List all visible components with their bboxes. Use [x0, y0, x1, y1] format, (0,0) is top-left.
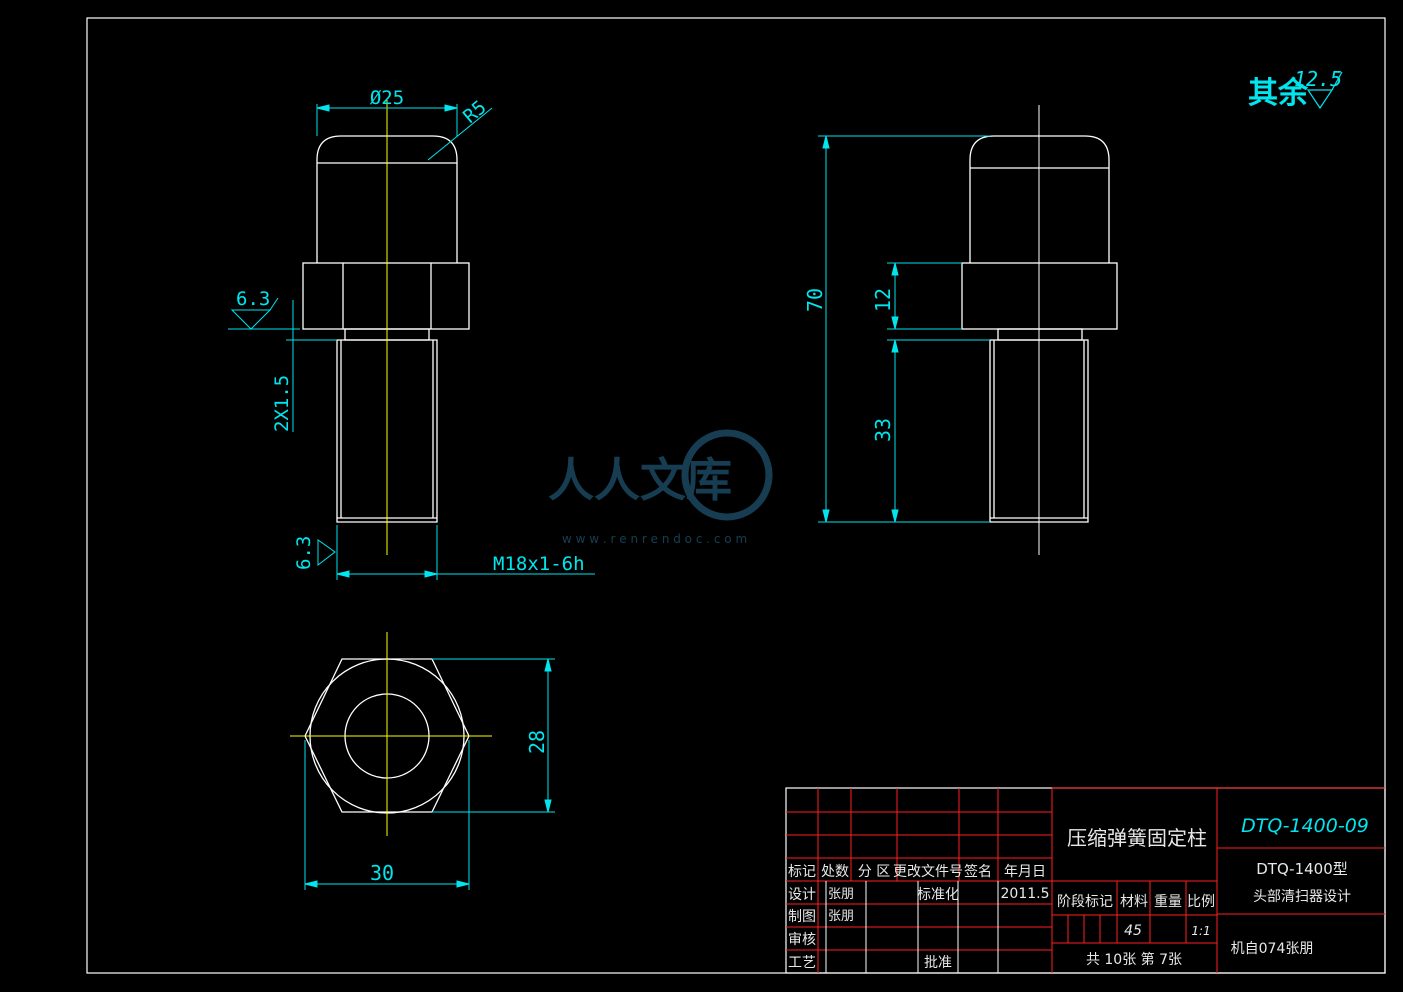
chamfer-label: 2X1.5 — [271, 375, 293, 432]
drafter-name: 张朋 — [828, 909, 854, 924]
scale-label: 比例 — [1187, 894, 1215, 910]
front-dimensions — [228, 104, 595, 580]
revision-grid-white — [825, 881, 999, 973]
top-dimensions — [304, 658, 555, 890]
header-zone: 分 区 — [858, 864, 890, 880]
project-line-2: 头部清扫器设计 — [1253, 889, 1351, 905]
drawing-number: DTQ-1400-09 — [1241, 815, 1369, 837]
school-name: 机自074张朋 — [1231, 941, 1314, 957]
header-count: 处数 — [821, 864, 849, 880]
stage-label: 阶段标记 — [1057, 894, 1113, 910]
weight-label: 重量 — [1154, 894, 1182, 910]
designer-label: 设计 — [788, 887, 816, 903]
material-value: 45 — [1124, 923, 1142, 939]
approve-label: 批准 — [924, 955, 952, 971]
review-label: 审核 — [788, 932, 816, 948]
watermark-url: w w w . r e n r e n d o c . c o m — [562, 532, 747, 546]
across-flats-label: 28 — [525, 730, 549, 754]
header-mark: 标记 — [788, 864, 816, 880]
designer-name: 张朋 — [828, 887, 854, 902]
title-block: 标记 处数 分 区 更改文件号 签名 年月日 设计 张朋 标准化 2011.5 … — [785, 787, 1386, 974]
roughness-symbol-icon — [1306, 71, 1343, 110]
drafter-label: 制图 — [788, 909, 816, 925]
watermark-ring-icon — [681, 429, 773, 521]
across-corners-label: 30 — [370, 861, 394, 885]
roughness-top-label: 6.3 — [236, 288, 270, 310]
roughness-bottom-label: 6.3 — [293, 536, 315, 570]
project-line-1: DTQ-1400型 — [1256, 860, 1348, 878]
side-threaded-shank — [989, 339, 1089, 523]
thread-length-label: 33 — [871, 418, 895, 442]
scale-value: 1:1 — [1191, 924, 1210, 938]
thread-label: M18x1-6h — [493, 553, 585, 575]
part-name: 压缩弹簧固定柱 — [1067, 826, 1207, 850]
watermark-text: 人人文库 — [548, 453, 732, 507]
sheet-count: 共 10张 第 7张 — [1086, 951, 1182, 968]
top-centerlines — [290, 632, 492, 836]
threaded-shank — [336, 339, 438, 523]
surface-note-prefix: 其余 — [1248, 76, 1309, 111]
surface-note-value: 12.5 — [1294, 67, 1342, 91]
material-label: 材料 — [1120, 894, 1148, 910]
total-height-label: 70 — [803, 288, 827, 312]
hex-height-label: 12 — [871, 288, 895, 312]
process-label: 工艺 — [788, 955, 816, 971]
hex-body — [302, 262, 470, 330]
header-date: 年月日 — [1004, 864, 1046, 880]
radius-label: R5 — [459, 96, 491, 128]
design-date: 2011.5 — [1001, 886, 1050, 902]
watermark: 人人文库 w w w . r e n r e n d o c . c o m — [548, 429, 773, 546]
standardize-label: 标准化 — [917, 887, 959, 903]
surface-roughness-note: 其余 12.5 — [1248, 67, 1343, 111]
drawing-frame — [86, 17, 1386, 974]
diameter-label: Ø25 — [370, 87, 404, 109]
side-dimensions — [818, 135, 990, 523]
revision-grid-red — [786, 787, 1385, 973]
header-signature: 签名 — [964, 863, 992, 880]
front-view — [302, 135, 470, 523]
header-change-doc: 更改文件号 — [893, 864, 963, 880]
